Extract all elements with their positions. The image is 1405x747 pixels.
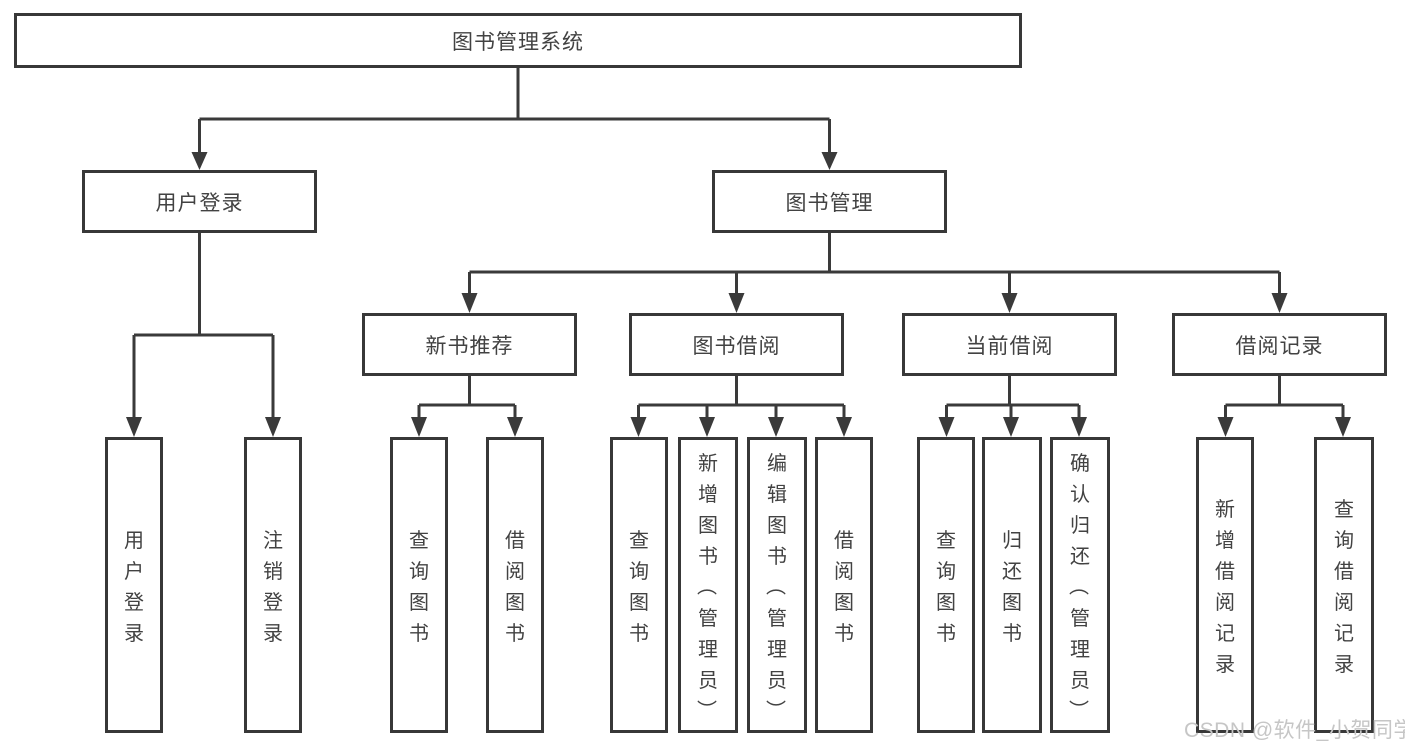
node-book-management: 图书管理: [712, 170, 947, 233]
connector-current-borrow: [945, 376, 1081, 419]
connector-book-borrow: [637, 376, 846, 419]
leaf-confirm-return-admin: 确认归还（管理员）: [1050, 437, 1110, 733]
node-new-book-recommend: 新书推荐: [362, 313, 577, 376]
connector-new-book: [417, 376, 517, 419]
node-user-login: 用户登录: [82, 170, 317, 233]
arrowhead: [126, 417, 142, 437]
arrowhead: [699, 417, 715, 437]
connector-root: [198, 68, 831, 154]
arrowhead: [630, 417, 647, 437]
arrowhead: [191, 152, 208, 170]
arrowhead: [265, 417, 281, 437]
leaf-edit-book-admin: 编辑图书（管理员）: [747, 437, 807, 733]
leaf-query-book: 查询图书: [917, 437, 975, 733]
connector-borrow-record: [1224, 376, 1345, 419]
node-root-title: 图书管理系统: [14, 13, 1022, 68]
arrowhead: [1335, 417, 1351, 437]
arrowhead: [938, 417, 955, 437]
arrowhead: [1217, 417, 1234, 437]
node-current-borrow: 当前借阅: [902, 313, 1117, 376]
arrowhead: [507, 417, 523, 437]
leaf-query-borrow-record: 查询借阅记录: [1314, 437, 1374, 733]
node-borrow-record: 借阅记录: [1172, 313, 1387, 376]
connector-user-login: [132, 233, 275, 419]
leaf-add-book-admin: 新增图书（管理员）: [678, 437, 738, 733]
arrowhead: [768, 417, 784, 437]
arrowhead: [728, 293, 745, 313]
leaf-query-book: 查询图书: [610, 437, 668, 733]
watermark: CSDN @软件_小贺同学: [1184, 719, 1405, 742]
arrowhead: [821, 152, 838, 170]
arrowhead: [411, 417, 427, 437]
arrowhead: [1271, 293, 1288, 313]
leaf-return-book: 归还图书: [982, 437, 1042, 733]
node-book-borrow: 图书借阅: [629, 313, 844, 376]
arrowhead: [1003, 417, 1019, 437]
leaf-logout: 注销登录: [244, 437, 302, 733]
arrowhead: [1071, 417, 1087, 437]
leaf-borrow-book: 借阅图书: [486, 437, 544, 733]
connector-book-mgmt: [468, 233, 1281, 295]
arrowhead: [461, 293, 478, 313]
leaf-query-book: 查询图书: [390, 437, 448, 733]
leaf-borrow-book: 借阅图书: [815, 437, 873, 733]
arrowhead: [1001, 293, 1018, 313]
arrowhead: [836, 417, 852, 437]
leaf-user-login: 用户登录: [105, 437, 163, 733]
leaf-add-borrow-record: 新增借阅记录: [1196, 437, 1254, 733]
